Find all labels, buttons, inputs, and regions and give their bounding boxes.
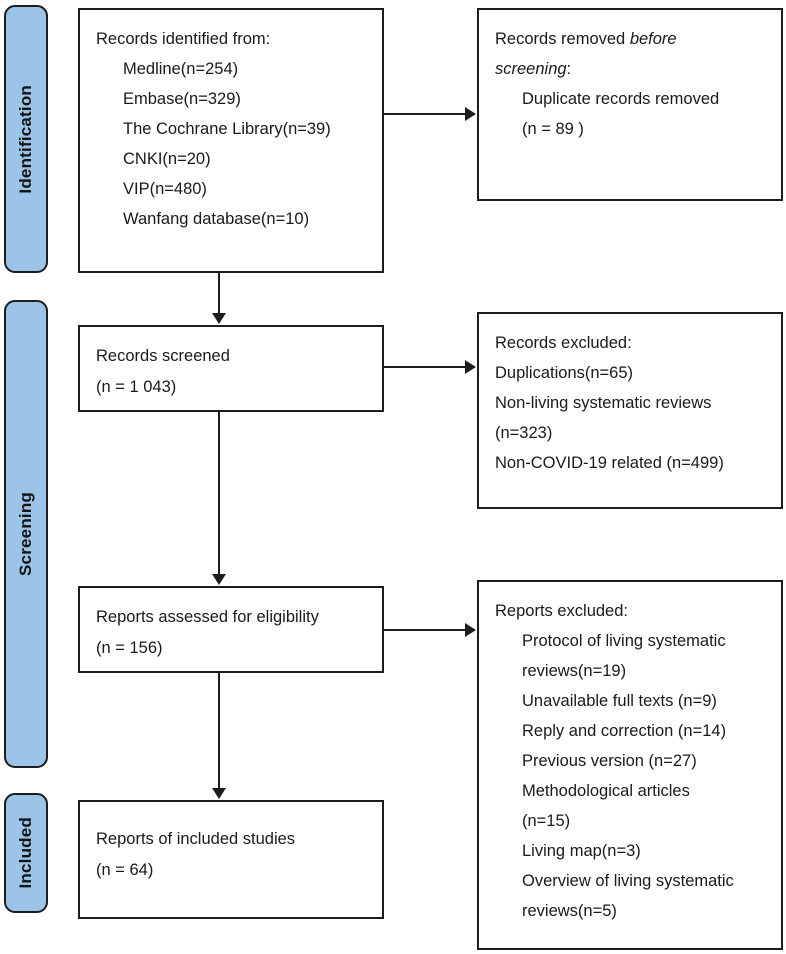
source-line: Embase(n=329) [123,90,241,108]
stage-label-screening: Screening [16,492,35,576]
box-heading: Records excluded: [495,334,632,352]
box-records-screened: Records screened (n = 1 043) [78,325,384,412]
arrowhead-right-icon [465,107,476,121]
heading-emphasis: before [629,30,677,48]
source-line: Medline(n=254) [123,60,239,78]
reason-line: Reply and correction (n=14) [522,722,727,740]
box-records-excluded: Records excluded: Duplications(n=65) Non… [477,312,783,509]
box-heading: Records screened [96,347,230,365]
box-heading: Reports of included studies [96,830,296,848]
box-count: (n = 156) [96,639,163,657]
reason-count: (n=15) [522,812,571,830]
stage-pill-identification: Identification [4,5,48,273]
box-heading: Reports excluded: [495,602,628,620]
reason-line: Duplications(n=65) [495,364,634,382]
box-records-identified: Records identified from: Medline(n=254) … [78,8,384,273]
reason-line: Protocol of living systematic [522,632,726,650]
box-reports-excluded: Reports excluded: Protocol of living sys… [477,580,783,950]
stage-pill-included: Included [4,793,48,913]
source-line: CNKI(n=20) [123,150,211,168]
arrowhead-right-icon [465,623,476,637]
reason-line: Duplicate records removed [522,90,720,108]
reason-line: Unavailable full texts (n=9) [522,692,717,710]
reason-line: Previous version (n=27) [522,752,697,770]
reason-line: Overview of living systematic [522,872,734,890]
reason-line: Living map(n=3) [522,842,641,860]
stage-pill-screening: Screening [4,300,48,768]
heading-text: Records removed [495,30,630,48]
reason-count: (n=323) [495,424,553,442]
arrowhead-down-icon [212,788,226,799]
heading-emphasis: screening [495,60,567,78]
source-line: VIP(n=480) [123,180,207,198]
box-heading-line-1: Records removed before [495,24,765,54]
stage-label-included: Included [16,817,35,889]
box-reports-assessed: Reports assessed for eligibility (n = 15… [78,586,384,673]
reason-line: Non-living systematic reviews [495,394,712,412]
box-heading-line-2: screening: [495,54,765,84]
box-heading: Reports assessed for eligibility [96,608,319,626]
reason-line: reviews(n=5) [522,902,617,920]
reason-line: Methodological articles [522,782,690,800]
arrowhead-right-icon [465,360,476,374]
connector-identified-to-screened [218,273,220,314]
connector-screened-to-assessed [218,412,220,575]
connector-assessed-to-reports-excluded [384,629,466,631]
stage-label-identification: Identification [16,84,35,194]
box-count: (n = 64) [96,861,154,879]
box-records-removed: Records removed before screening: Duplic… [477,8,783,201]
connector-assessed-to-included [218,673,220,789]
connector-screened-to-records-excluded [384,366,466,368]
source-line: The Cochrane Library(n=39) [123,120,331,138]
arrowhead-down-icon [212,313,226,324]
box-reports-included: Reports of included studies (n = 64) [78,800,384,919]
reason-line: reviews(n=19) [522,662,627,680]
box-count: (n = 1 043) [96,378,177,396]
connector-identified-to-removed [384,113,466,115]
heading-colon: : [566,60,572,78]
source-line: Wanfang database(n=10) [123,210,310,228]
arrowhead-down-icon [212,574,226,585]
reason-count: (n = 89 ) [522,120,584,138]
reason-line: Non-COVID-19 related (n=499) [495,454,724,472]
box-heading: Records identified from: [96,30,271,48]
